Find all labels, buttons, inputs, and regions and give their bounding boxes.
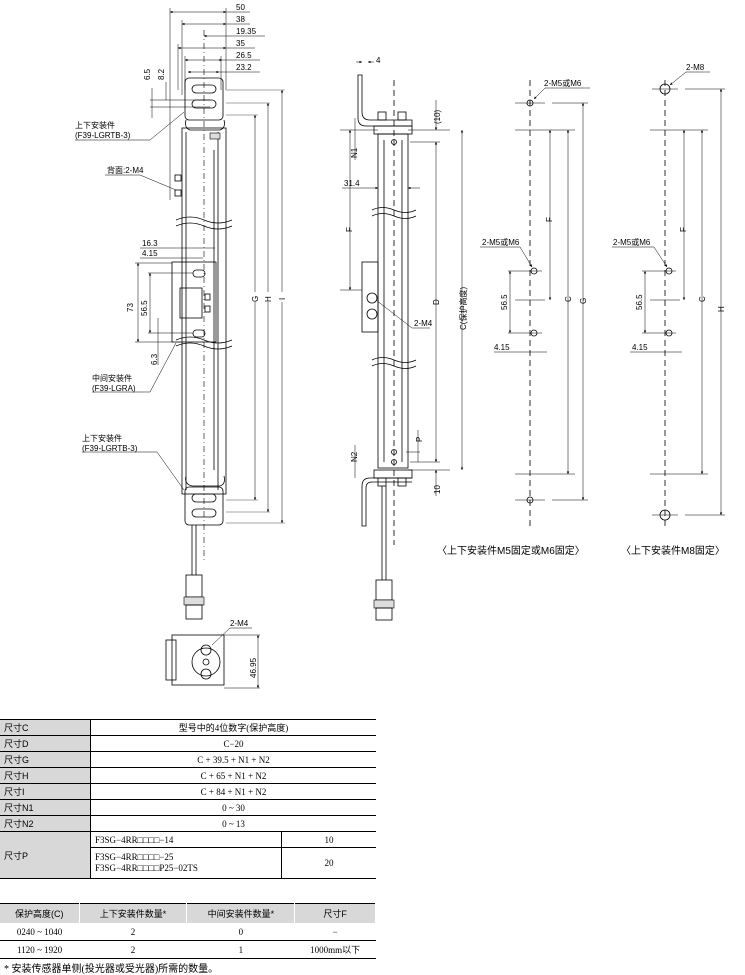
dim-G: G — [251, 296, 260, 302]
dim-4: 4 — [376, 56, 381, 65]
dim-10-bottom: 10 — [433, 485, 442, 494]
dim-8-2: 8.2 — [157, 68, 166, 80]
table-row: 尺寸P F3SG−4RR□□□□−14 10 — [0, 831, 376, 879]
dim-4-15: 4.15 — [142, 249, 158, 258]
table-row: 1120 ~ 1920 2 1 1000mm以下 — [0, 940, 376, 959]
label-bottom-bracket: 上下安装件 — [82, 433, 122, 443]
dim-6-5: 6.5 — [143, 68, 152, 80]
dim-56-5: 56.5 — [140, 300, 149, 316]
dim-50: 50 — [236, 3, 245, 12]
side-view: 4 2-M4 F N1 31.4 — [340, 56, 468, 621]
mount-m8-view: 2-M8 F 2-M5或M6 56.5 4.15 C H — [612, 63, 726, 530]
dim-10-top: (10) — [433, 109, 442, 124]
dim-16-3: 16.3 — [142, 239, 158, 248]
header-dim-F: 尺寸F — [294, 903, 376, 923]
dim-N2: N2 — [350, 451, 359, 462]
front-view: 50 38 19.35 35 26.5 23.2 6.5 8.2 — [75, 3, 287, 689]
label-m5m6-top: 2-M5或M6 — [544, 78, 582, 88]
dim-6-3: 6.3 — [150, 353, 159, 365]
dim-F-m5m6: F — [545, 217, 554, 222]
dim-56-5-m8: 56.5 — [635, 294, 644, 310]
dim-F-side: F — [345, 227, 354, 232]
dim-26-5: 26.5 — [236, 51, 252, 60]
label-m5m6-mid: 2-M5或M6 — [482, 237, 520, 247]
label-bottom-bracket-model: (F39-LGRTB-3) — [82, 444, 138, 453]
dim-C-m8: C — [698, 296, 707, 302]
label-back-screws: 背面:2-M4 — [107, 165, 144, 175]
header-protect-height: 保护高度(C) — [0, 903, 80, 923]
dim-H: H — [264, 296, 273, 302]
dim-F-m8: F — [679, 227, 688, 232]
label-side-screws: 2-M4 — [414, 319, 433, 328]
caption-m8: 〈上下安装件M8固定〉 — [621, 546, 725, 557]
label-bottom-view-screws: 2-M4 — [230, 619, 249, 628]
dim-C-protect-height: C(保护高度) — [458, 287, 468, 330]
dim-P: P — [415, 437, 424, 442]
label-mid-bracket: 中间安装件 — [92, 373, 132, 383]
dim-N1: N1 — [350, 147, 359, 158]
dim-D: D — [432, 299, 441, 305]
header-top-bottom-count: 上下安装件数量* — [79, 903, 188, 923]
dim-23-2: 23.2 — [236, 63, 252, 72]
bracket-count-table: 保护高度(C) 上下安装件数量* 中间安装件数量* 尺寸F 0240 ~ 104… — [0, 903, 376, 959]
dim-73: 73 — [126, 303, 135, 312]
dim-H-m8: H — [717, 306, 726, 312]
dim-G-m5m6: G — [579, 298, 588, 304]
dim-4-15-m8: 4.15 — [632, 343, 648, 352]
label-top-bracket-model: (F39-LGRTB-3) — [75, 131, 131, 140]
label-m8-mid: 2-M5或M6 — [613, 237, 651, 247]
table-row: 0240 ~ 1040 2 0 − — [0, 923, 376, 941]
dim-56-5-m5m6: 56.5 — [500, 294, 509, 310]
footnote: * 安装传感器单侧(投光器或受光器)所需的数量。 — [4, 964, 219, 975]
caption-m5m6: 〈上下安装件M5固定或M6固定〉 — [437, 546, 585, 557]
dim-4-15-m5m6: 4.15 — [494, 343, 510, 352]
dim-46-95: 46.95 — [249, 657, 258, 678]
dim-I: I — [278, 298, 287, 300]
label-m8-top: 2-M8 — [686, 63, 705, 72]
dim-19-35: 19.35 — [236, 27, 257, 36]
dim-31-4: 31.4 — [344, 179, 360, 188]
label-top-bracket: 上下安装件 — [75, 120, 115, 130]
dimension-drawing: 50 38 19.35 35 26.5 23.2 6.5 8.2 — [75, 3, 726, 689]
mount-m5-m6-view: 2-M5或M6 F 2-M5或M6 56.5 4.15 C G — [480, 78, 590, 530]
header-mid-count: 中间安装件数量* — [186, 903, 296, 923]
dim-38: 38 — [236, 15, 245, 24]
dim-35: 35 — [236, 39, 245, 48]
label-mid-bracket-model: (F39-LGRA) — [92, 384, 136, 393]
dim-C-m5m6: C — [564, 296, 573, 302]
